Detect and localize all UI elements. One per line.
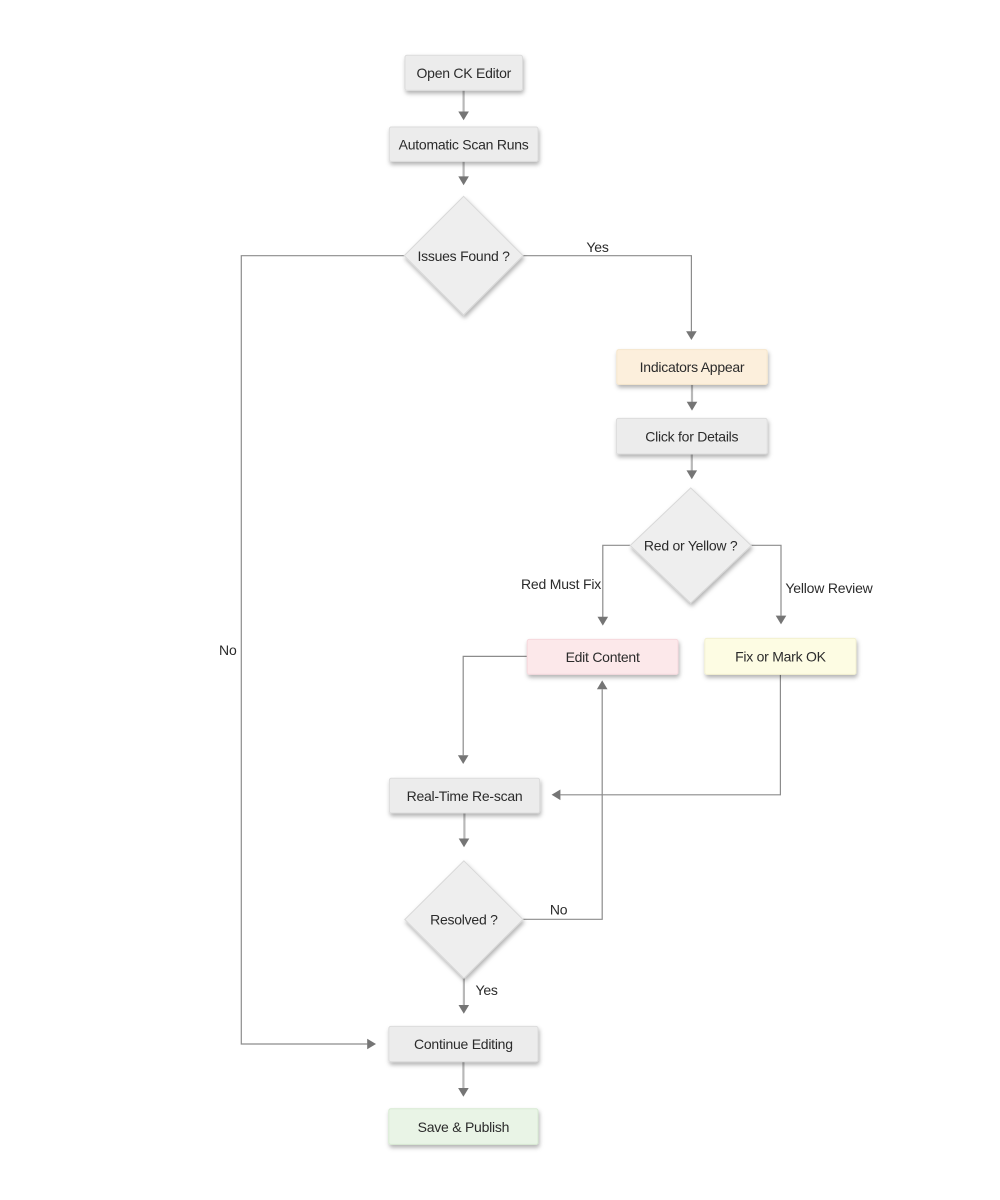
svg-text:No: No — [550, 902, 568, 918]
svg-text:Yes: Yes — [586, 239, 608, 255]
svg-text:Resolved ?: Resolved ? — [430, 912, 498, 928]
svg-text:Yellow Review: Yellow Review — [785, 580, 873, 596]
svg-text:Click for Details: Click for Details — [645, 428, 738, 444]
svg-text:Save & Publish: Save & Publish — [418, 1119, 509, 1135]
svg-text:Indicators Appear: Indicators Appear — [640, 359, 745, 375]
svg-text:Fix or Mark OK: Fix or Mark OK — [735, 649, 827, 665]
svg-text:Continue Editing: Continue Editing — [414, 1036, 513, 1052]
svg-text:Issues Found ?: Issues Found ? — [417, 248, 510, 264]
svg-text:Red Must Fix: Red Must Fix — [521, 576, 601, 592]
svg-text:Open CK Editor: Open CK Editor — [417, 65, 512, 81]
svg-text:Automatic Scan Runs: Automatic Scan Runs — [399, 136, 529, 152]
svg-text:No: No — [219, 642, 237, 658]
svg-text:Yes: Yes — [475, 982, 497, 998]
svg-text:Real-Time Re-scan: Real-Time Re-scan — [407, 788, 523, 804]
svg-text:Edit Content: Edit Content — [566, 649, 640, 665]
svg-text:Red or Yellow ?: Red or Yellow ? — [644, 538, 738, 554]
